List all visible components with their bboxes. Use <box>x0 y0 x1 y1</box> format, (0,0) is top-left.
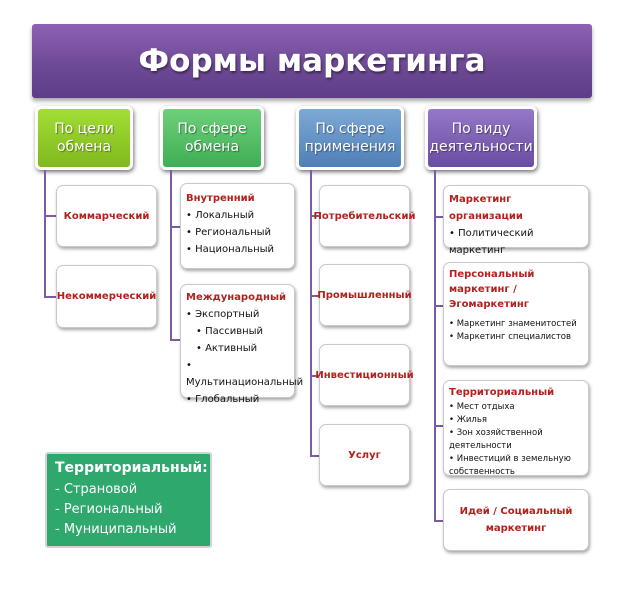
territorial-item-regional: Региональный <box>55 500 202 520</box>
connector-col1-b2 <box>44 296 56 298</box>
box-international: Международный Экспортный Пассивный Актив… <box>180 284 303 405</box>
header-by-exchange-goal: По цели обмена <box>35 106 133 170</box>
connector-col4-b2 <box>434 305 443 307</box>
box-industrial-label: Промышленный <box>317 289 412 301</box>
box-domestic: Внутренний Локальный Региональный Национ… <box>180 183 295 269</box>
list-item-housing: Жилья <box>449 414 584 427</box>
territorial-panel-title: Территориальный: <box>55 460 208 476</box>
box-organization-marketing: Маркетинг организации Политический марке… <box>443 185 589 256</box>
box-noncommercial-label: Некоммерческий <box>56 291 157 302</box>
connector-col2-b2 <box>170 339 180 341</box>
list-item-leisure-places: Мест отдыха <box>449 401 584 414</box>
list-item-export: Экспортный <box>186 306 294 323</box>
connector-col4-b4 <box>434 520 443 522</box>
list-item-specialist-marketing: Маркетинг специалистов <box>449 331 588 344</box>
header-by-activity-type: По виду деятельности <box>425 106 537 170</box>
box-commercial: Коммарческий <box>56 185 157 247</box>
list-item-global: Глобальный <box>186 391 294 408</box>
title-bar: Формы маркетинга <box>32 24 592 98</box>
box-services: Услуг <box>319 424 410 486</box>
header-by-exchange-sphere: По сфере обмена <box>160 106 264 170</box>
list-item-local: Локальный <box>186 207 294 224</box>
box-organization-marketing-title: Маркетинг организации <box>449 194 523 222</box>
box-territorial-activity-title: Территориальный <box>449 387 555 398</box>
box-ideas-social-marketing: Идей / Социальный маркетинг <box>443 489 589 551</box>
list-item-celebrity-marketing: Маркетинг знаменитостей <box>449 318 588 331</box>
header-by-activity-type-label: По виду деятельности <box>429 121 533 155</box>
connector-col1-b1 <box>44 215 56 217</box>
diagram-title: Формы маркетинга <box>138 43 486 79</box>
box-consumer: Потребительский <box>314 185 415 247</box>
box-personal-marketing-title: Персональный маркетинг / Эгомаркетинг <box>449 269 535 310</box>
territorial-panel: Территориальный: Страновой Региональный … <box>45 452 212 548</box>
territorial-item-country: Страновой <box>55 480 202 500</box>
header-by-application-sphere: По сфере применения <box>296 106 404 170</box>
box-international-title: Международный <box>186 292 286 303</box>
header-by-application-sphere-label: По сфере применения <box>304 121 396 155</box>
list-item-political-marketing: Политический маркетинг <box>449 225 588 259</box>
box-services-label: Услуг <box>348 449 381 461</box>
list-item-multinational: Мультинациональный <box>186 357 303 391</box>
list-item-economic-zones: Зон хозяйственной деятельности <box>449 427 584 453</box>
connector-col3-b2 <box>310 295 319 297</box>
header-by-exchange-goal-label: По цели обмена <box>54 121 114 155</box>
list-item-national: Национальный <box>186 241 294 258</box>
box-noncommercial: Некоммерческий <box>56 265 157 328</box>
box-industrial: Промышленный <box>317 264 412 326</box>
connector-col2 <box>170 170 172 341</box>
connector-col4-b3 <box>434 425 443 427</box>
box-ideas-social-marketing-label: Идей / Социальный маркетинг <box>459 506 573 534</box>
box-domestic-title: Внутренний <box>186 193 255 204</box>
header-by-exchange-sphere-label: По сфере обмена <box>177 121 247 155</box>
box-territorial-activity: Территориальный Мест отдыха Жилья Зон хо… <box>443 380 589 479</box>
box-investment: Инвестиционный <box>315 344 414 406</box>
connector-col3-b4 <box>310 455 319 457</box>
connector-col3 <box>310 170 312 457</box>
connector-col4-b1 <box>434 216 443 218</box>
list-item-active: Активный <box>186 340 294 357</box>
connector-col4 <box>434 170 436 522</box>
connector-col3-b3 <box>310 375 319 377</box>
connector-col2-b1 <box>170 226 180 228</box>
box-consumer-label: Потребительский <box>313 210 416 222</box>
territorial-item-municipal: Муниципальный <box>55 520 202 540</box>
box-investment-label: Инвестиционный <box>315 369 414 381</box>
box-commercial-label: Коммарческий <box>63 210 150 222</box>
list-item-land-investment: Инвестиций в земельную собственность <box>449 453 584 479</box>
list-item-regional: Региональный <box>186 224 294 241</box>
connector-col1 <box>44 170 46 298</box>
list-item-passive: Пассивный <box>186 323 294 340</box>
connector-col3-b1 <box>310 215 319 217</box>
box-personal-marketing: Персональный маркетинг / Эгомаркетинг Ма… <box>443 262 589 366</box>
